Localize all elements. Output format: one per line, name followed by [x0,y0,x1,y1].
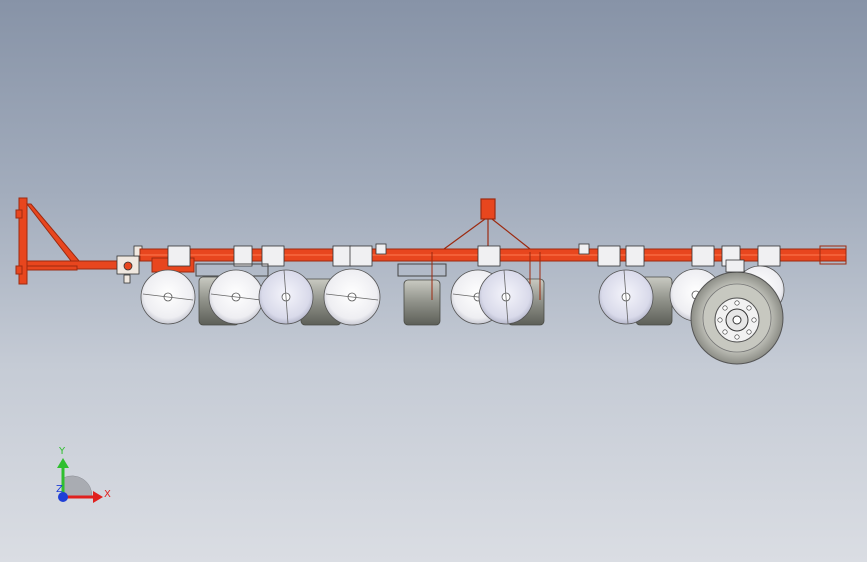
triad-arc [62,475,93,498]
gang-hangers [167,243,781,267]
y-axis-arrow [57,458,69,468]
triad-y-label: Y [58,446,66,457]
coordinate-triad: Y X Z [56,446,111,503]
hitch-coupler [116,245,143,284]
disc-gangs[interactable] [140,265,785,326]
disc-blade[interactable] [208,269,264,325]
disc-blade[interactable] [323,268,381,326]
disc-blade[interactable] [258,269,314,325]
disc-blade[interactable] [598,269,654,325]
lift-bracket[interactable] [443,198,531,250]
transport-wheel[interactable] [690,259,784,365]
x-axis-arrow [93,491,103,503]
triad-x-label: X [104,489,111,500]
z-axis-dot [58,492,68,502]
hitch-frame[interactable] [15,197,128,285]
disc-blade[interactable] [478,269,534,325]
disc-blade[interactable] [140,269,196,325]
wheel-bolt-holes [717,300,757,340]
triad-z-label: Z [56,484,63,495]
